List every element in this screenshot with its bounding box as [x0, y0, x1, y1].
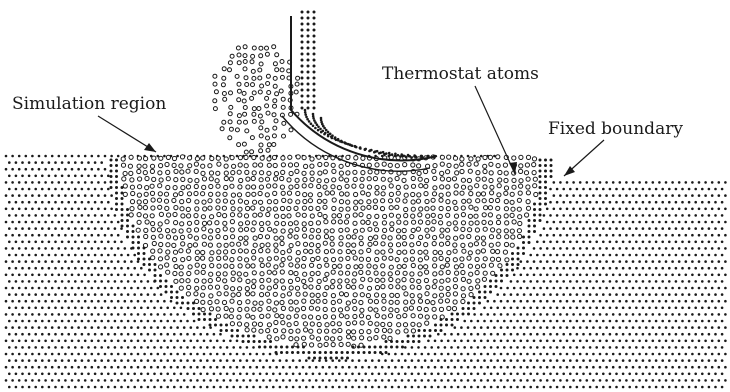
bulk-lattice [5, 155, 727, 389]
chip-atoms [213, 45, 300, 154]
thermostat-atoms-arrow [475, 86, 515, 174]
simulation-region-atoms [121, 155, 538, 349]
simulation-region-label: Simulation region [12, 96, 166, 113]
simulation-region-arrowhead [144, 143, 156, 152]
tool-inner-arc [291, 16, 437, 160]
fixed-boundary-label: Fixed boundary [548, 121, 683, 138]
thermostat-atoms-label: Thermostat atoms [382, 66, 539, 83]
